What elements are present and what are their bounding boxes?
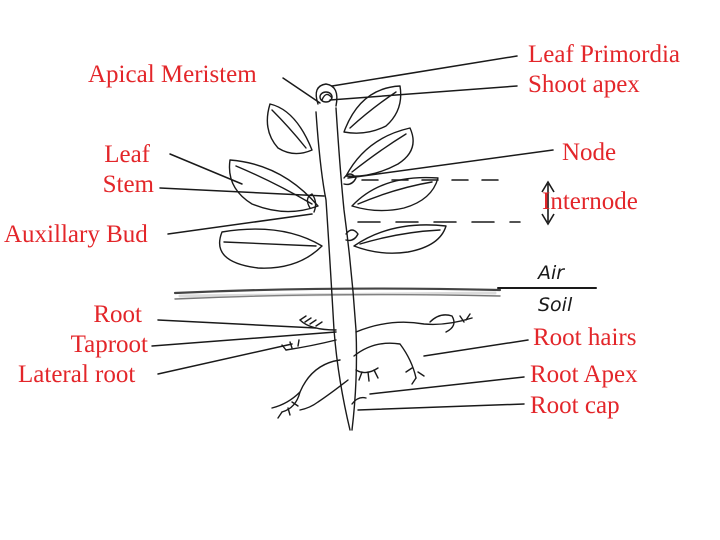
leader-root-cap (357, 403, 525, 411)
label-internode: Internode (542, 188, 638, 215)
leader-stem (159, 187, 325, 197)
label-air: Air (538, 262, 565, 284)
leaf-mid-right (345, 127, 414, 177)
label-auxillary-bud: Auxillary Bud (4, 221, 148, 248)
label-node: Node (562, 139, 617, 166)
label-root-hairs: Root hairs (533, 324, 637, 351)
leader-root-hairs (423, 339, 529, 357)
leader-apical-meristem (282, 77, 321, 104)
label-root-cap: Root cap (530, 392, 620, 419)
label-lateral-root: Lateral root (18, 361, 136, 388)
leader-shoot-apex (329, 85, 518, 101)
leader-lateral-root (157, 343, 293, 375)
label-soil: Soil (538, 294, 573, 316)
label-leaf: Leaf (104, 141, 150, 168)
label-apical-meristem: Apical Meristem (88, 61, 257, 88)
leader-root-apex (369, 376, 525, 395)
roots (271, 313, 473, 419)
leader-leaf-primordia (331, 55, 518, 87)
label-stem: Stem (102, 171, 154, 198)
soil-line (173, 287, 502, 300)
leaf-upper-right (343, 85, 402, 134)
stem (315, 107, 358, 431)
leaf-mid-left (228, 159, 319, 213)
leader-node (347, 149, 554, 179)
node-bud (306, 173, 359, 242)
shoot-apex (315, 83, 338, 107)
internode-arrow (541, 180, 555, 226)
label-root-apex: Root Apex (530, 361, 638, 388)
label-leaf-primordia: Leaf Primordia (528, 41, 681, 68)
leader-root (157, 319, 317, 329)
label-taproot: Taproot (70, 331, 148, 358)
leader-auxillary-bud (167, 213, 313, 235)
label-shoot-apex: Shoot apex (528, 71, 640, 98)
leader-leaf (169, 153, 243, 185)
leader-taproot (151, 331, 337, 347)
leaf-right-bottom (353, 224, 447, 254)
label-root: Root (93, 301, 142, 328)
leaf-lower-left (218, 228, 323, 269)
leaf-right-lower (351, 176, 439, 212)
leaf-upper-left (266, 103, 313, 155)
